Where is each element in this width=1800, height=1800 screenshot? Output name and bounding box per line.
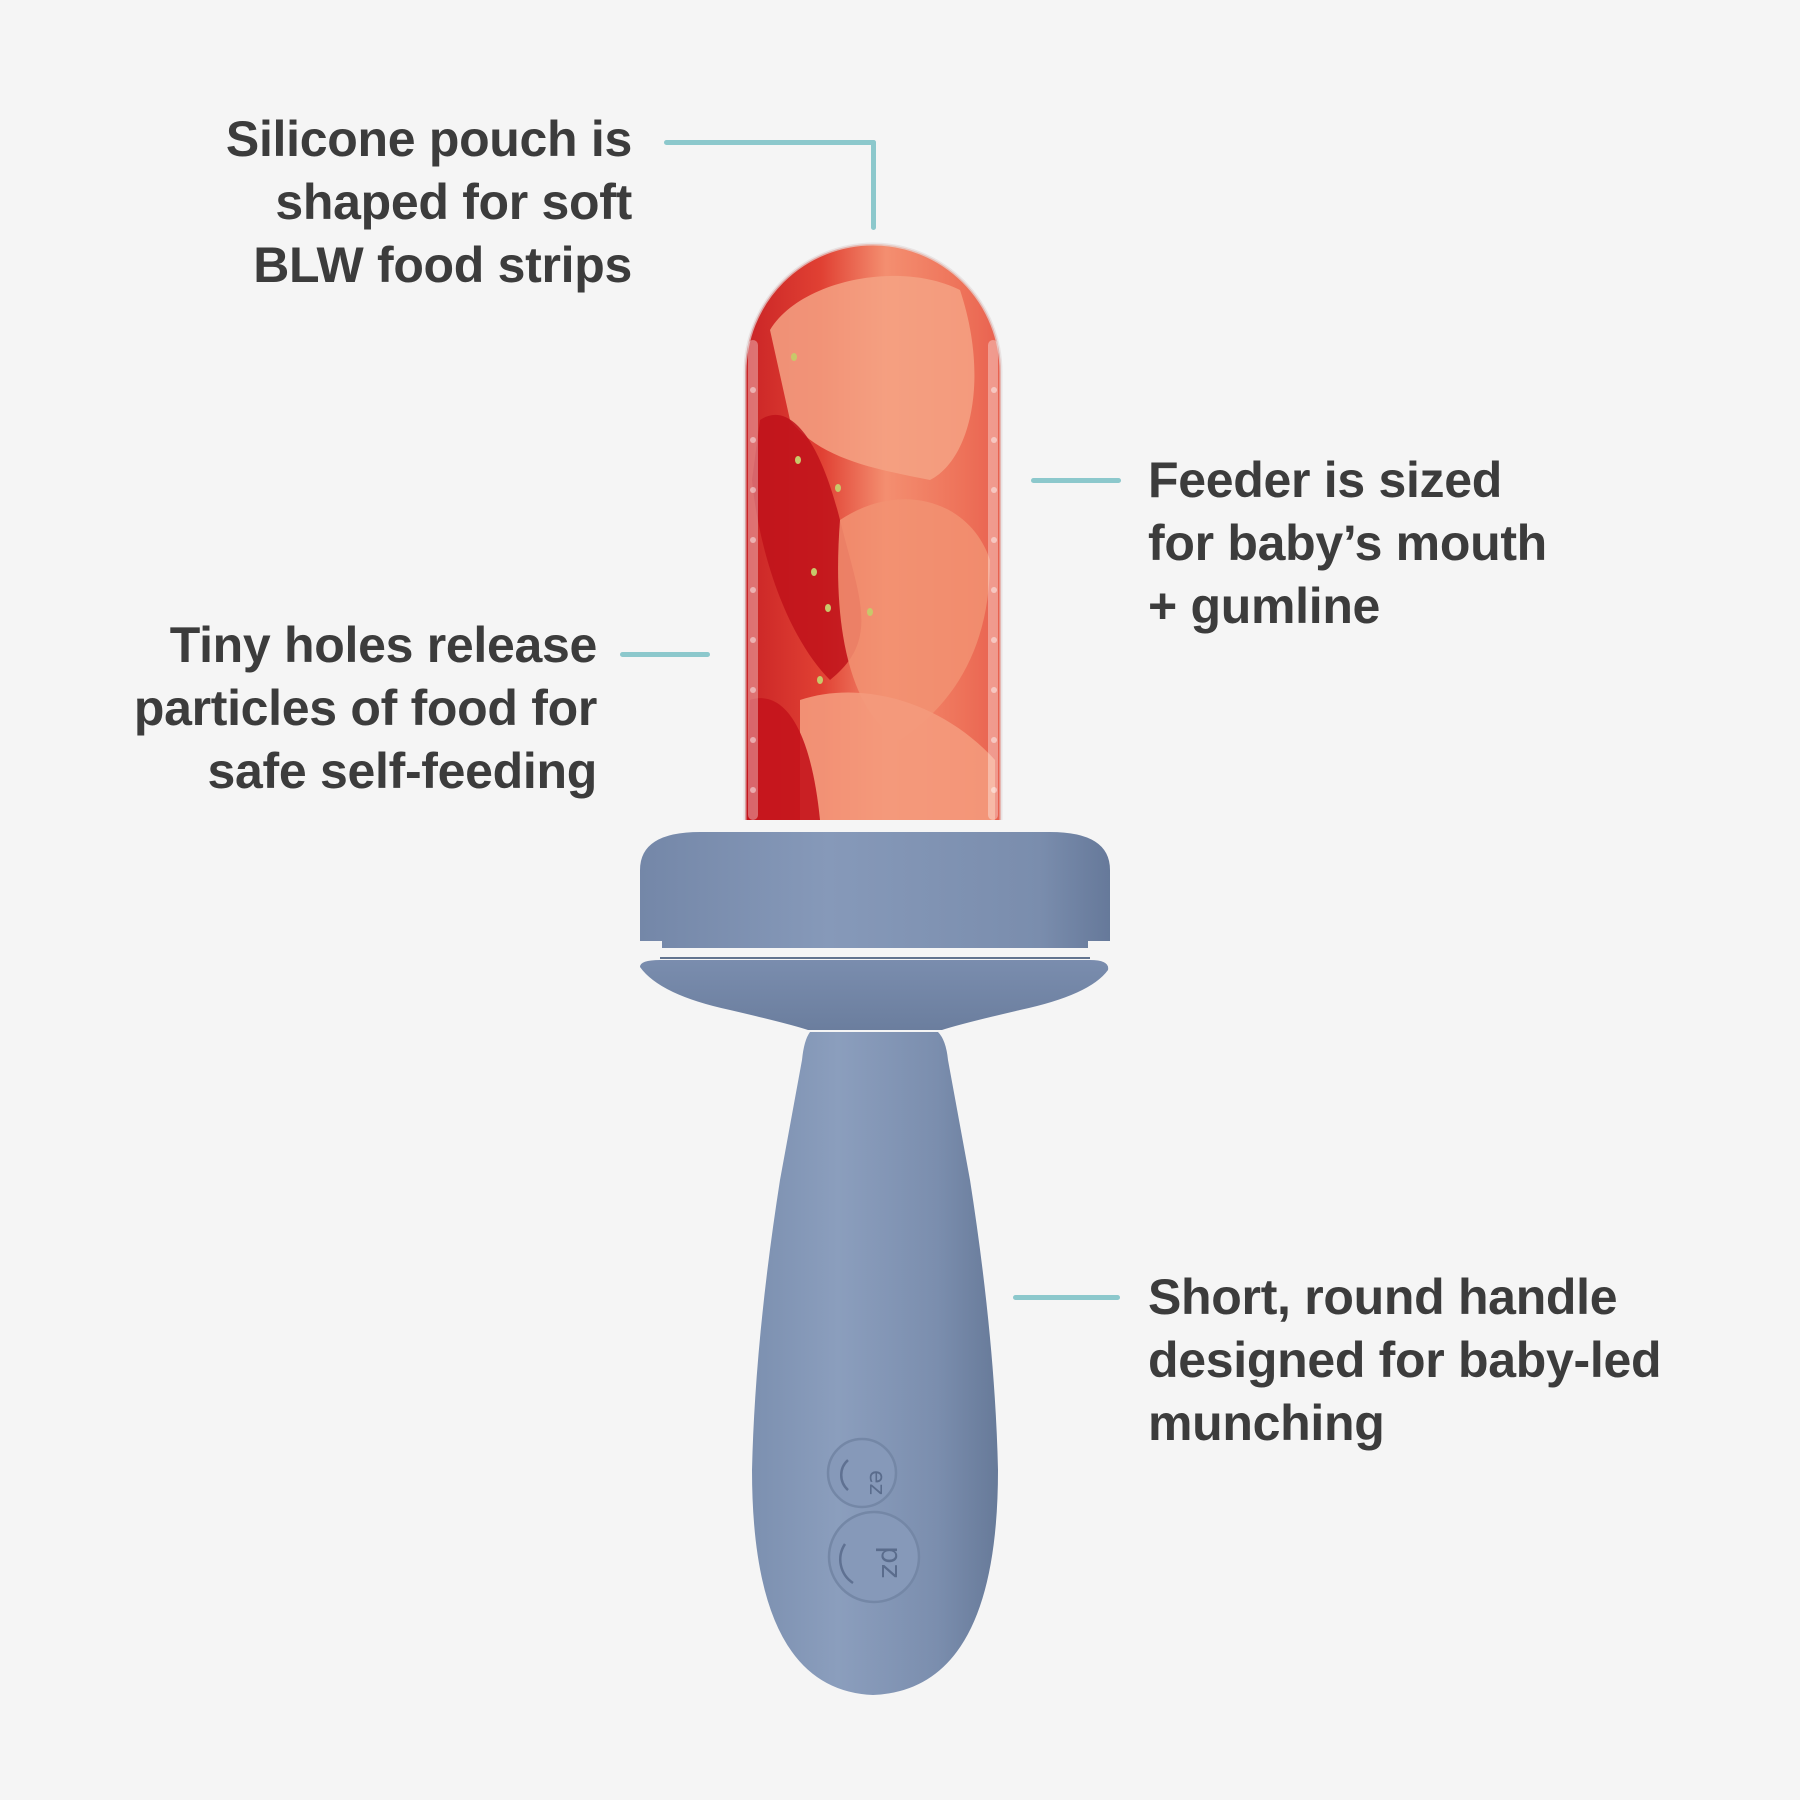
svg-text:ez: ez (864, 1470, 889, 1495)
callout-handle-line-3: munching (1148, 1395, 1385, 1451)
callout-holes: Tiny holes release particles of food for… (134, 614, 597, 803)
callout-size-line-2: for baby’s mouth (1148, 515, 1547, 571)
callout-pouch-line-2: shaped for soft (275, 174, 632, 230)
callout-handle: Short, round handle designed for baby-le… (1148, 1266, 1662, 1455)
feeder-handle (752, 1032, 998, 1695)
holes-connector (620, 652, 710, 657)
pouch-connector-vertical (871, 140, 876, 230)
callout-pouch-line-3: BLW food strips (253, 237, 632, 293)
handle-connector (1013, 1295, 1120, 1300)
callout-holes-line-3: safe self-feeding (207, 743, 598, 799)
callout-handle-line-2: designed for baby-led (1148, 1332, 1662, 1388)
callout-size: Feeder is sized for baby’s mouth + gumli… (1148, 449, 1547, 638)
callout-handle-line-1: Short, round handle (1148, 1269, 1618, 1325)
pouch-connector-horizontal (664, 140, 876, 145)
brand-logo-text: ez pz (864, 1470, 908, 1578)
callout-holes-line-1: Tiny holes release (169, 617, 598, 673)
callout-size-line-3: + gumline (1148, 578, 1381, 634)
callout-holes-line-2: particles of food for (133, 680, 597, 736)
feeder-collar (640, 832, 1110, 1030)
svg-text:pz: pz (875, 1546, 908, 1578)
brand-logo-icon (826, 1437, 921, 1604)
silicone-pouch (743, 242, 1003, 820)
callout-pouch-line-1: Silicone pouch is (225, 111, 632, 167)
size-connector (1031, 478, 1121, 483)
callout-size-line-1: Feeder is sized (1148, 452, 1502, 508)
callout-pouch: Silicone pouch is shaped for soft BLW fo… (226, 108, 632, 297)
